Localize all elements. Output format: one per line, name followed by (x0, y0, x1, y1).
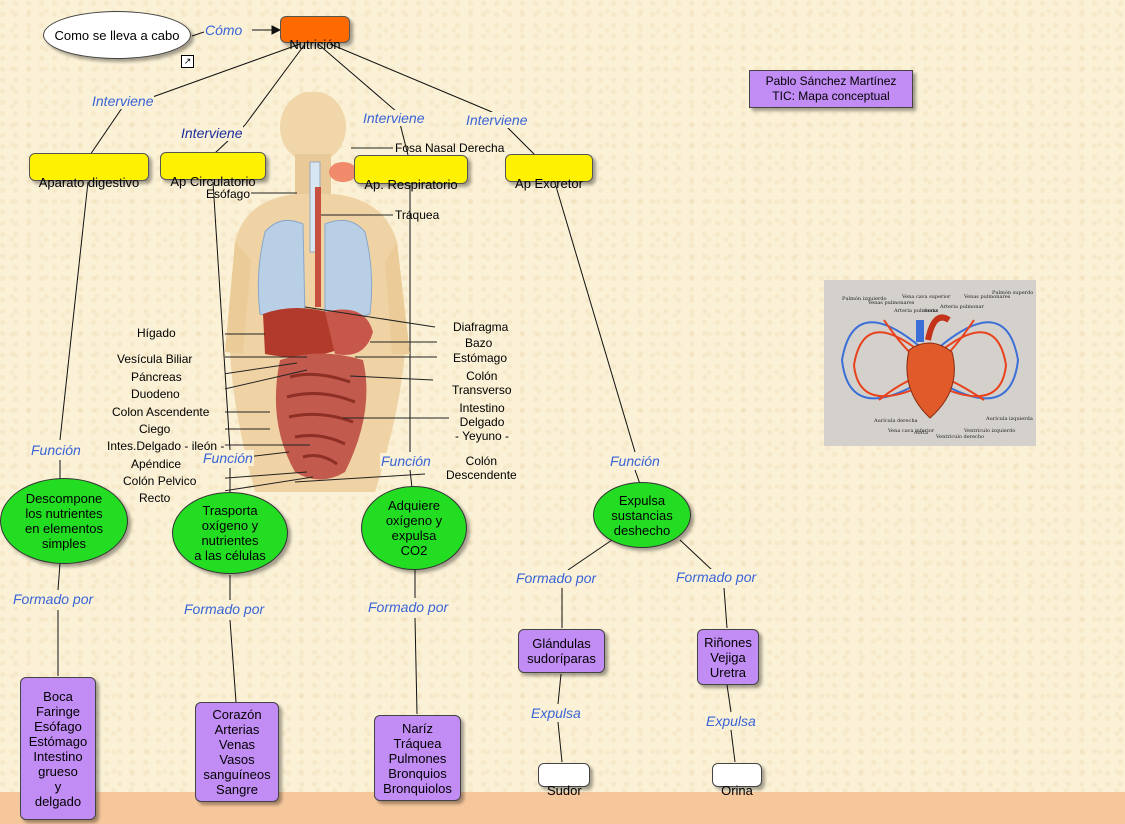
label-higado: Hígado (137, 326, 176, 340)
components-glandulas[interactable]: Glándulas sudoríparas (518, 629, 605, 673)
root-label: Nutrición (289, 37, 341, 52)
function-descompone[interactable]: Descompone los nutrientes en elementos s… (0, 478, 128, 564)
link-formado-4: Formado por (515, 570, 598, 586)
heart-label-11: Aorta (913, 430, 928, 436)
label-bazo: Bazo (465, 336, 493, 350)
heart-label-7: Venas pulmonares (963, 294, 1011, 300)
label-esofago: Esófago (206, 187, 251, 201)
question-text: Como se lleva a cabo (54, 27, 180, 43)
root-node-nutricion[interactable]: Nutrición (280, 16, 350, 52)
label-intestino-delgado: Intestino Delgado - Yeyuno - (455, 401, 510, 443)
label-vesicula: Vesícula Biliar (117, 352, 193, 366)
product-orina-label: Orina (721, 783, 753, 798)
function-circulatorio-label: Trasporta oxígeno y nutrientes a las cél… (194, 503, 266, 563)
heart-label-10: Vena cava inferior (887, 428, 935, 434)
link-como: Cómo (204, 22, 244, 38)
author-name: Pablo Sánchez Martínez (765, 74, 897, 88)
components-digestivo-label: Boca Faringe Esófago Estómago Intestino … (28, 688, 88, 809)
label-apendice: Apéndice (131, 457, 182, 471)
link-interviene-4: Interviene (465, 112, 529, 128)
label-estomago: Estómago (453, 351, 508, 365)
label-fosa-nasal: Fosa Nasal Derecha (395, 141, 505, 155)
components-respiratorio[interactable]: Naríz Tráquea Pulmones Bronquios Bronqui… (374, 715, 461, 801)
heart-label-8: Pulmón superdo (992, 289, 1033, 296)
human-body-illustration (225, 92, 449, 492)
heart-label-9: Aurícula derecha (873, 417, 918, 424)
question-node[interactable]: Como se lleva a cabo (43, 11, 191, 59)
heart-label-1: Pulmón izquierdo (842, 295, 887, 302)
product-sudor[interactable]: Sudor (538, 763, 590, 798)
label-intes-delgado: Intes.Delgado - ileón - (107, 439, 225, 453)
function-excretor-label: Expulsa sustancias deshecho (611, 492, 673, 538)
external-link-icon[interactable]: ↗ (181, 55, 194, 68)
label-diafragma: Diafragma (453, 320, 509, 334)
label-traquea: Tráquea (395, 208, 440, 222)
system-ap-excretor[interactable]: Ap Excretor (505, 154, 593, 191)
heart-label-14: Aurícula izquierda (985, 415, 1033, 422)
system-digestivo-label: Aparato digestivo (38, 175, 140, 190)
heart-label-5: Aorta (923, 308, 938, 314)
system-respiratorio-label: Ap. Respiratorio (364, 177, 458, 192)
heart-label-12: Ventrículo derecho (935, 433, 984, 440)
link-interviene-1: Interviene (91, 93, 155, 109)
components-digestivo[interactable]: Boca Faringe Esófago Estómago Intestino … (20, 677, 96, 820)
function-digestivo-label: Descompone los nutrientes en elementos s… (24, 491, 104, 551)
label-recto: Recto (139, 491, 171, 505)
heart-label-4: Arteria pulmonar (893, 308, 939, 314)
bottom-band (0, 792, 1125, 824)
link-expulsa-2: Expulsa (705, 713, 757, 729)
author-subtitle: TIC: Mapa conceptual (772, 89, 890, 103)
product-orina[interactable]: Orina (712, 763, 762, 798)
link-funcion-1: Función (30, 442, 82, 458)
link-expulsa-1: Expulsa (530, 705, 582, 721)
components-respiratorio-label: Naríz Tráquea Pulmones Bronquios Bronqui… (383, 720, 452, 796)
link-funcion-2: Función (202, 450, 254, 466)
components-circulatorio-label: Corazón Arterias Venas Vasos sanguíneos … (203, 707, 271, 797)
link-formado-3: Formado por (367, 599, 450, 615)
system-ap-circulatorio[interactable]: Ap Circulatorio (160, 152, 266, 189)
author-box[interactable]: Pablo Sánchez Martínez TIC: Mapa concept… (749, 70, 913, 108)
label-colon-ascendente: Colon Ascendente (112, 405, 210, 419)
function-adquiere[interactable]: Adquiere oxígeno y expulsa CO2 (361, 486, 467, 570)
label-duodeno: Duodeno (131, 387, 180, 401)
system-aparato-digestivo[interactable]: Aparato digestivo (29, 153, 149, 190)
link-funcion-3: Función (380, 453, 432, 469)
system-circulatorio-label: Ap Circulatorio (170, 174, 256, 189)
label-pancreas: Páncreas (131, 370, 182, 384)
product-sudor-label: Sudor (547, 783, 582, 798)
heart-label-3: Vena cava superior (901, 294, 951, 300)
label-colon-descendente: Colón Descendente (446, 454, 517, 482)
function-trasporta[interactable]: Trasporta oxígeno y nutrientes a las cél… (172, 492, 288, 574)
link-funcion-4: Función (609, 453, 661, 469)
system-ap-respiratorio[interactable]: Ap. Respiratorio (354, 155, 468, 192)
components-glandulas-label: Glándulas sudoríparas (527, 636, 596, 666)
link-formado-5: Formado por (675, 569, 758, 585)
heart-circulation-image: Pulmón izquierdo Venas pulmonares Vena c… (824, 280, 1036, 446)
link-formado-2: Formado por (183, 601, 266, 617)
system-excretor-label: Ap Excretor (515, 176, 583, 191)
label-ciego: Ciego (139, 422, 171, 436)
components-rinones-label: Riñones Vejiga Uretra (704, 634, 752, 680)
heart-label-13: Ventrículo izquierdo (963, 427, 1015, 434)
components-circulatorio[interactable]: Corazón Arterias Venas Vasos sanguíneos … (195, 702, 279, 802)
label-colon-transverso: Colón Transverso (452, 369, 512, 397)
function-expulsa-sustancias[interactable]: Expulsa sustancias deshecho (593, 482, 691, 548)
label-colon-pelvico: Colón Pelvico (123, 474, 197, 488)
heart-label-6: Arteria pulmonar (939, 304, 985, 310)
heart-label-2: Venas pulmonares (867, 300, 915, 306)
function-respiratorio-label: Adquiere oxígeno y expulsa CO2 (385, 498, 443, 558)
link-interviene-2: Interviene (180, 125, 244, 141)
link-interviene-3: Interviene (362, 110, 426, 126)
components-rinones[interactable]: Riñones Vejiga Uretra (697, 629, 759, 685)
link-formado-1: Formado por (12, 591, 95, 607)
